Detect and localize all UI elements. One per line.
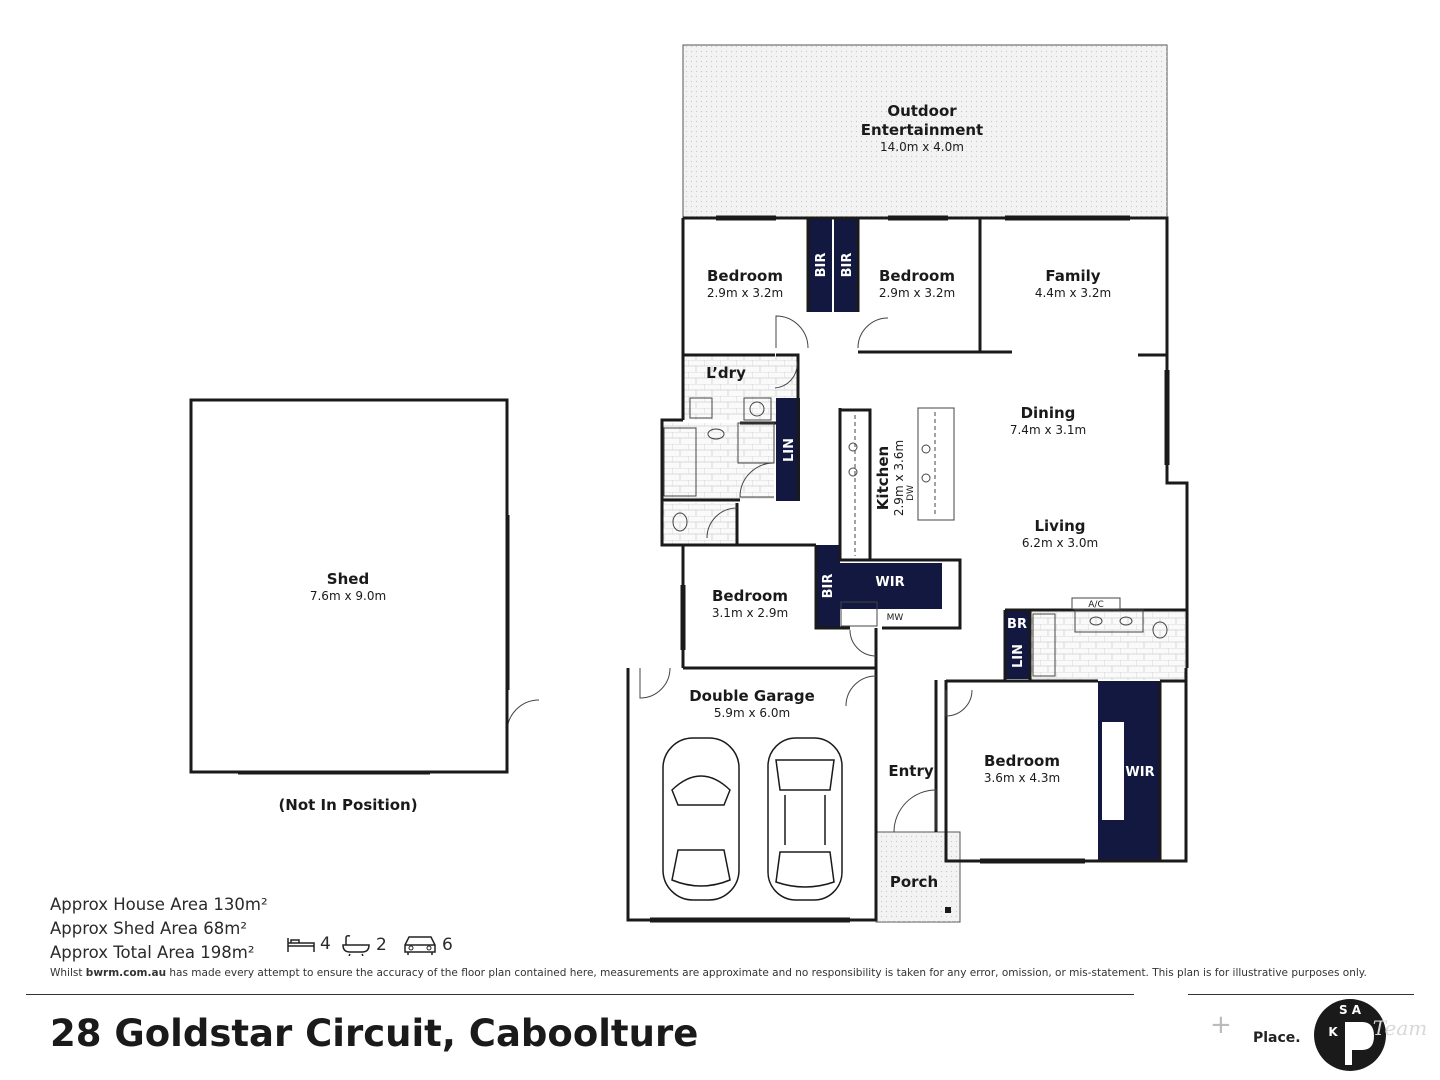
bedroom-nw-dims: 2.9m x 3.2m [707, 286, 783, 300]
outdoor-label-2: Entertainment [861, 121, 983, 139]
divider-left [26, 994, 1134, 995]
shed-note: (Not In Position) [278, 796, 417, 814]
storage-labels: BIR BIR LIN BIR WIR MW A/C BR LIN WIR [782, 253, 1155, 780]
logo-script: Team [1373, 1016, 1428, 1040]
laundry-label: L’dry [706, 364, 746, 382]
car-left [662, 737, 740, 901]
lin-bath-label: LIN [782, 438, 797, 462]
baths-count: 2 [376, 935, 387, 955]
bed-icon [287, 938, 315, 952]
beds-count: 4 [320, 934, 331, 954]
living-dims: 6.2m x 3.0m [1022, 536, 1098, 550]
area-summary: Approx House Area 130m² Approx Shed Area… [50, 893, 268, 965]
cars-count: 6 [442, 935, 453, 955]
living-label: Living [1034, 517, 1085, 535]
total-area: Approx Total Area 198m² [50, 943, 255, 962]
disclaimer: Whilst bwrm.com.au has made every attemp… [50, 967, 1410, 979]
plus-icon: + [1210, 1010, 1232, 1040]
divider-right [1188, 994, 1414, 995]
beds-feature: 4 [286, 934, 331, 954]
logo-letters-mid: K [1328, 1025, 1338, 1039]
wir-kitchen-label: WIR [875, 575, 904, 590]
porch-label: Porch [890, 873, 938, 891]
kitchen-dims: 2.9m x 3.6m [892, 440, 906, 516]
outdoor-label-1: Outdoor [887, 102, 957, 120]
brand-place: Place. [1253, 1030, 1301, 1046]
garage-dims: 5.9m x 6.0m [714, 706, 790, 720]
disclaimer-prefix: Whilst [50, 967, 86, 979]
bedroom-n-dims: 2.9m x 3.2m [879, 286, 955, 300]
shed-building: Shed 7.6m x 9.0m (Not In Position) [189, 398, 509, 814]
bedroom-n-label: Bedroom [879, 267, 955, 285]
dishwasher-label: DW [906, 485, 916, 501]
bir-right-label: BIR [840, 253, 855, 278]
car-icons [662, 737, 843, 901]
house-area: Approx House Area 130m² [50, 895, 268, 914]
bir-bedroom-label: BIR [821, 574, 836, 599]
family-label: Family [1045, 267, 1100, 285]
bedroom-w-dims: 3.1m x 2.9m [712, 606, 788, 620]
bedroom-main-label: Bedroom [984, 752, 1060, 770]
entry-label: Entry [888, 762, 933, 780]
car-icon [404, 936, 436, 955]
disclaimer-site-link[interactable]: bwrm.com.au [85, 967, 167, 979]
property-address: 28 Goldstar Circuit, Caboolture [50, 1012, 699, 1055]
bedroom-w-label: Bedroom [712, 587, 788, 605]
bir-left-label: BIR [814, 253, 829, 278]
ac-label: A/C [1088, 600, 1103, 610]
thin-details [663, 397, 1168, 677]
wir-main-label: WIR [1125, 765, 1154, 780]
br-ensuite-label: BR [1007, 617, 1027, 632]
car-right [767, 737, 843, 901]
outdoor-entertainment-area: Outdoor Entertainment 14.0m x 4.0m [682, 44, 1168, 219]
shed-area: Approx Shed Area 68m² [50, 919, 247, 938]
room-labels: Bedroom 2.9m x 3.2m Bedroom 2.9m x 3.2m … [689, 267, 1111, 785]
brand-logo: S A K Team [1314, 999, 1427, 1071]
dining-dims: 7.4m x 3.1m [1010, 423, 1086, 437]
dining-label: Dining [1021, 404, 1076, 422]
microwave-label: MW [887, 613, 904, 623]
bath-icon [342, 935, 370, 956]
baths-feature: 2 [340, 934, 387, 956]
shed-dims: 7.6m x 9.0m [310, 589, 386, 603]
family-dims: 4.4m x 3.2m [1035, 286, 1111, 300]
lin-ensuite-label: LIN [1011, 644, 1026, 668]
logo-letters-top: S A [1339, 1003, 1362, 1017]
shed-label: Shed [327, 570, 369, 588]
outdoor-dims: 14.0m x 4.0m [880, 140, 964, 154]
bedroom-nw-label: Bedroom [707, 267, 783, 285]
disclaimer-suffix: has made every attempt to ensure the acc… [166, 967, 1367, 979]
bedroom-main-dims: 3.6m x 4.3m [984, 771, 1060, 785]
cars-feature: 6 [402, 934, 453, 956]
wet-areas [662, 355, 1185, 680]
garage-label: Double Garage [689, 687, 815, 705]
kitchen-label: Kitchen [874, 446, 892, 510]
